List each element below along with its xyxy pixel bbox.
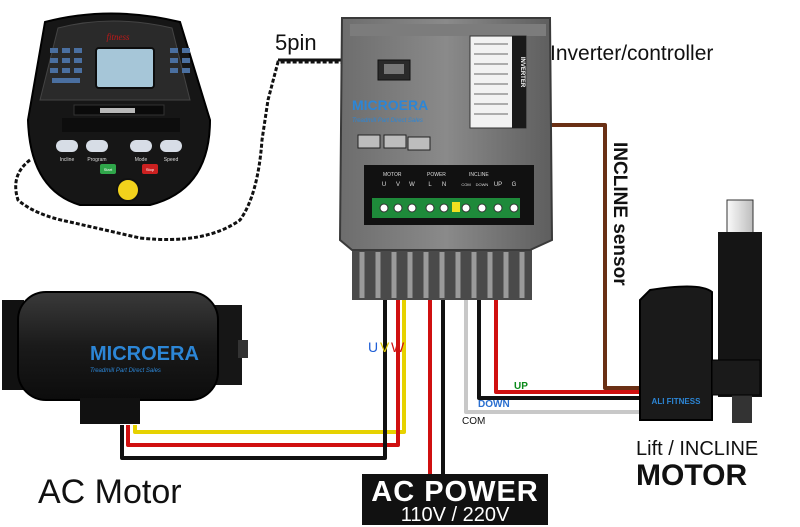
console-keypad-right — [170, 48, 190, 73]
label-motor: MOTOR — [636, 459, 747, 492]
console-display — [95, 47, 155, 89]
label-lift-incline: Lift / INCLINE — [636, 438, 758, 460]
label-incline-sensor: INCLINE sensor — [609, 142, 630, 286]
terminal-group-power: POWER — [427, 172, 446, 178]
motor-tagline: Treadmill Part Direct Sales — [90, 368, 161, 374]
terminal-g: G — [512, 182, 517, 188]
label-down: DOWN — [478, 399, 510, 410]
label-u: U — [368, 339, 378, 355]
u-wire — [120, 215, 387, 460]
terminal-n: N — [442, 182, 446, 188]
label-com: COM — [462, 416, 485, 427]
terminal-com: COM — [461, 182, 470, 187]
terminal-v: V — [396, 182, 400, 188]
label-w: W — [391, 339, 405, 355]
label-ac-motor: AC Motor — [38, 473, 182, 511]
inverter-tagline: Treadmill Part Direct Sales — [352, 118, 423, 124]
ac-power-voltage: 110V / 220V — [400, 504, 510, 526]
motor-logo: MICROERA — [90, 343, 199, 365]
terminal-l: L — [428, 182, 432, 188]
console-emergency-key — [116, 178, 140, 202]
terminal-up: UP — [494, 182, 502, 188]
console-stop-label: Stop — [146, 167, 155, 172]
inverter-controller: INVERTER MICROERA Treadmill Part Direct … — [338, 17, 554, 300]
terminal-w: W — [409, 182, 415, 188]
console-mode-button — [130, 140, 152, 152]
lift-motor: ALI FITNESS — [639, 199, 762, 423]
treadmill-console: fitness Incline Program Mode Speed Start… — [14, 12, 396, 241]
ac-motor: MICROERA Treadmill Part Direct Sales — [2, 291, 248, 424]
inverter-logo: MICROERA — [352, 97, 428, 113]
label-inverter-controller: Inverter/controller — [550, 42, 713, 65]
console-label-incline: Incline — [60, 157, 75, 163]
ac-power-box: AC POWER 110V / 220V — [362, 474, 548, 526]
w-wire — [126, 215, 400, 447]
inverter-side-label: INVERTER — [519, 57, 525, 88]
console-start-button — [100, 164, 116, 174]
terminal-down: DOWN — [476, 182, 489, 187]
label-v: V — [380, 339, 390, 355]
console-label-speed: Speed — [164, 157, 179, 163]
console-stop-button — [142, 164, 158, 174]
v-wire — [133, 212, 406, 434]
console-speed-button — [160, 140, 182, 152]
console-brand: fitness — [106, 32, 129, 42]
terminal-group-motor: MOTOR — [383, 172, 402, 178]
label-5pin: 5pin — [275, 30, 317, 55]
console-label-program: Program — [87, 157, 106, 163]
terminal-u: U — [382, 182, 386, 188]
ac-power-label: AC POWER — [371, 476, 539, 508]
console-incline-button — [56, 140, 78, 152]
console-program-button — [86, 140, 108, 152]
label-up: UP — [514, 381, 528, 392]
console-keypad-left — [50, 48, 82, 83]
console-start-label: Start — [104, 167, 113, 172]
terminal-group-incline: INCLINE — [469, 172, 489, 178]
console-label-mode: Mode — [135, 157, 148, 163]
lift-motor-logo: ALI FITNESS — [652, 397, 702, 406]
